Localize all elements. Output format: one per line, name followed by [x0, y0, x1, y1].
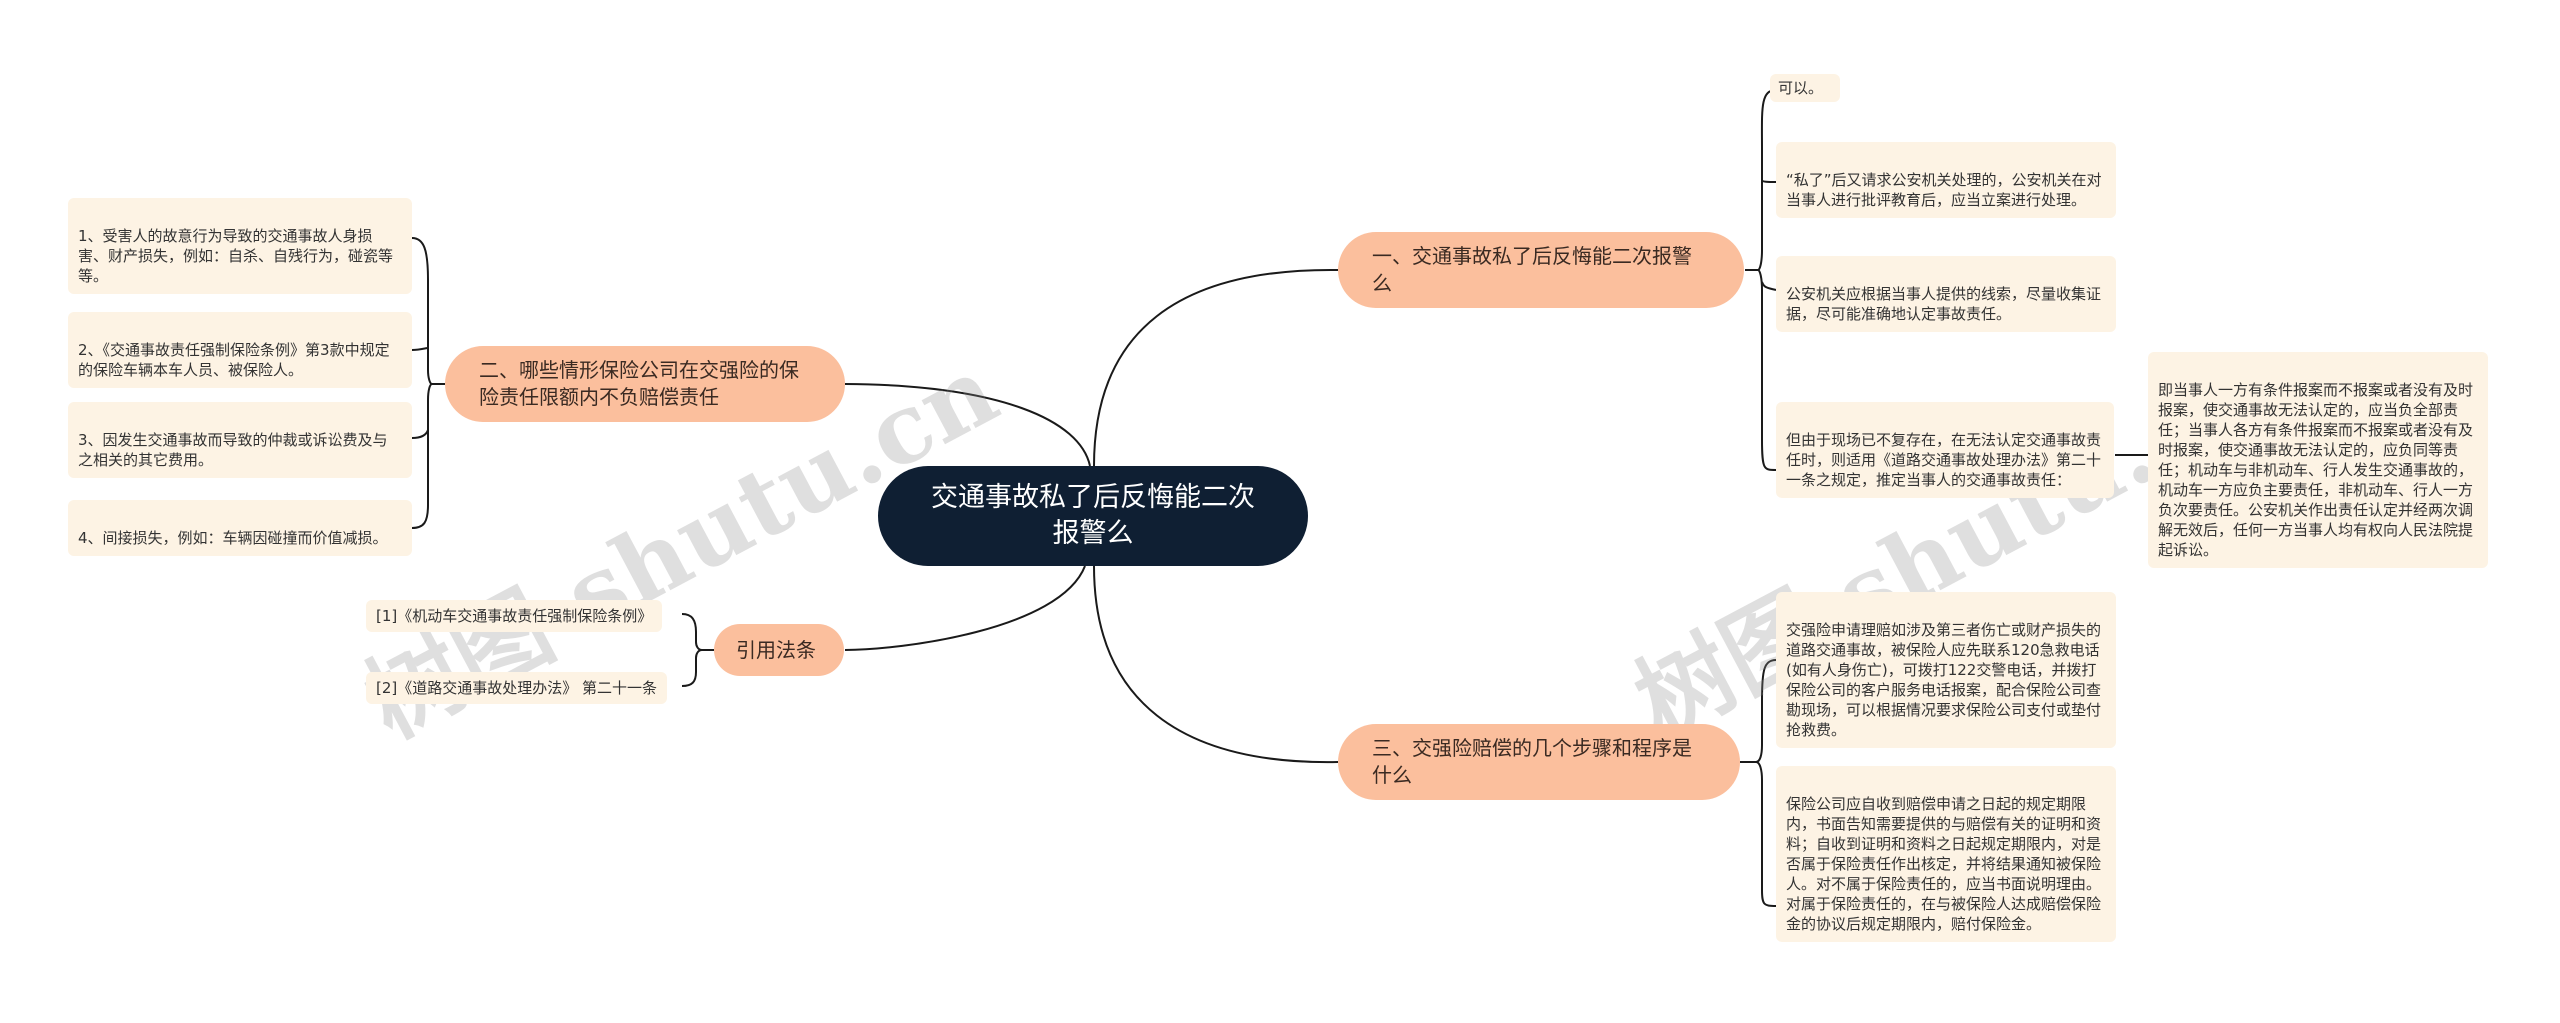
b1-leaf-4[interactable]: 但由于现场已不复存在，在无法认定交通事故责任时，则适用《道路交通事故处理办法》第…	[1776, 402, 2114, 498]
branch-topic-2[interactable]: 二、哪些情形保险公司在交强险的保险责任限额内不负赔偿责任	[445, 346, 845, 422]
root-title: 交通事故私了后反悔能二次报警么	[931, 482, 1255, 549]
branch-3-label: 三、交强险赔偿的几个步骤和程序是什么	[1372, 736, 1692, 787]
b4-leaf-2[interactable]: [2]《道路交通事故处理办法》 第二十一条	[366, 672, 668, 704]
b3-leaf-2[interactable]: 保险公司应自收到赔偿申请之日起的规定期限内，书面告知需要提供的与赔偿有关的证明和…	[1776, 766, 2116, 942]
b3-leaf-1[interactable]: 交强险申请理赔如涉及第三者伤亡或财产损失的道路交通事故，被保险人应先联系120急…	[1776, 592, 2116, 748]
b1-leaf-2[interactable]: “私了”后又请求公安机关处理的，公安机关在对当事人进行批评教育后，应当立案进行处…	[1776, 142, 2116, 218]
branch-2-label: 二、哪些情形保险公司在交强险的保险责任限额内不负赔偿责任	[479, 358, 799, 409]
b1-leaf-3[interactable]: 公安机关应根据当事人提供的线索，尽量收集证据，尽可能准确地认定事故责任。	[1776, 256, 2116, 332]
b2-leaf-3[interactable]: 3、因发生交通事故而导致的仲裁或诉讼费及与之相关的其它费用。	[68, 402, 412, 478]
b4-leaf-1[interactable]: [1]《机动车交通事故责任强制保险条例》	[366, 600, 663, 632]
branch-1-label: 一、交通事故私了后反悔能二次报警么	[1372, 244, 1692, 295]
branch-topic-3[interactable]: 三、交强险赔偿的几个步骤和程序是什么	[1338, 724, 1740, 800]
b2-leaf-2[interactable]: 2、《交通事故责任强制保险条例》第3款中规定的保险车辆本车人员、被保险人。	[68, 312, 412, 388]
b2-leaf-1[interactable]: 1、受害人的故意行为导致的交通事故人身损害、财产损失，例如：自杀、自残行为，碰瓷…	[68, 198, 412, 294]
b1-sub-leaf[interactable]: 即当事人一方有条件报案而不报案或者没有及时报案，使交通事故无法认定的，应当负全部…	[2148, 352, 2488, 568]
branch-topic-1[interactable]: 一、交通事故私了后反悔能二次报警么	[1338, 232, 1744, 308]
branch-4-label: 引用法条	[736, 637, 816, 662]
root-topic[interactable]: 交通事故私了后反悔能二次报警么	[878, 466, 1308, 566]
b1-leaf-1[interactable]: 可以。	[1770, 74, 1840, 102]
branch-topic-4[interactable]: 引用法条	[714, 624, 844, 676]
b2-leaf-4[interactable]: 4、间接损失，例如：车辆因碰撞而价值减损。	[68, 500, 412, 556]
